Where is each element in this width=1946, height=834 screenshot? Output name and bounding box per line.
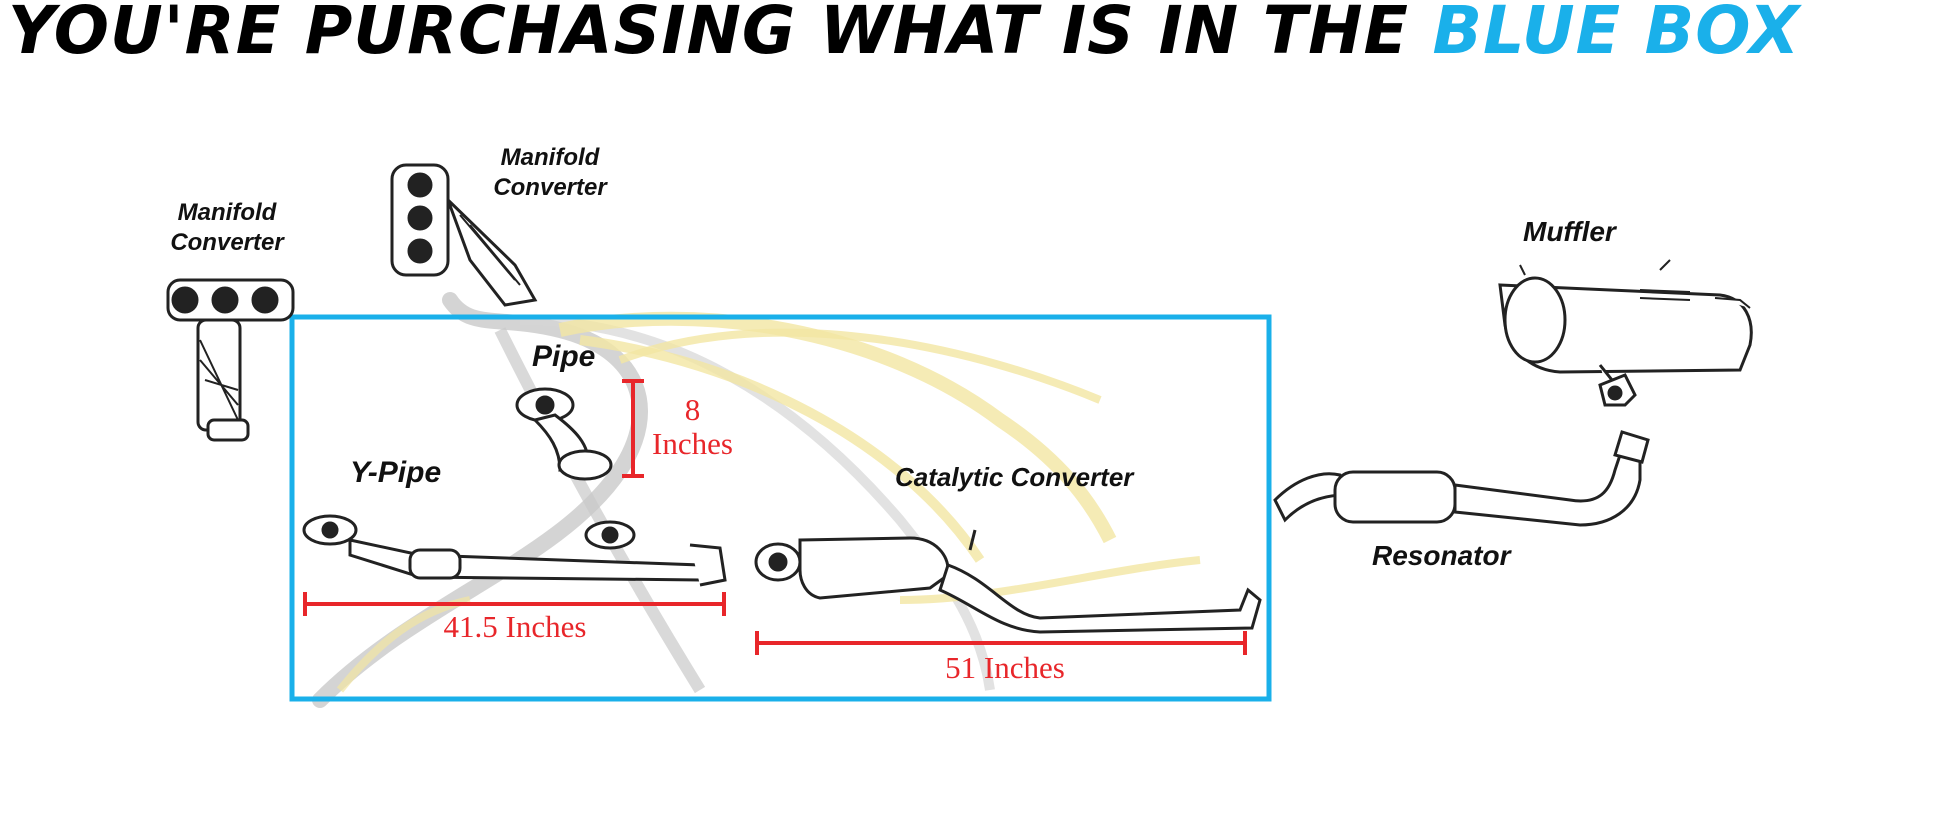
manifold-left-label: Manifold Converter	[152, 198, 302, 258]
blue-box	[289, 314, 1272, 702]
pipe-drawing	[515, 387, 613, 481]
headline-accent: BLUE BOX	[1432, 0, 1801, 69]
muffler-drawing	[1498, 259, 1753, 407]
resonator-drawing	[1273, 430, 1650, 527]
manifold-top-line1: Manifold	[500, 144, 600, 171]
y-pipe-label: Y-Pipe	[350, 456, 442, 489]
manifold-left-line1: Manifold	[177, 199, 277, 226]
manifold-left-line2: Converter	[170, 229, 284, 256]
manifold-top-label: Manifold Converter	[475, 143, 625, 203]
measure-y-pipe-bar	[303, 592, 726, 616]
manifold-converter-top-drawing	[390, 163, 538, 307]
y-pipe-drawing	[302, 514, 727, 587]
measure-pipe-bar	[622, 379, 644, 478]
measure-y-pipe-label: 41.5 Inches	[443, 609, 587, 644]
headline: YOU'RE PURCHASING WHAT IS IN THE BLUE BO…	[8, 0, 1919, 66]
pipe-label: Pipe	[532, 340, 596, 373]
measure-catalytic-bar	[755, 631, 1247, 655]
resonator-label: Resonator	[1372, 540, 1511, 571]
measure-pipe-label: 8 Inches	[640, 393, 745, 461]
catalytic-label: Catalytic Converter	[895, 462, 1134, 492]
measure-pipe-unit: Inches	[652, 426, 733, 461]
catalytic-converter-drawing	[754, 529, 1262, 634]
measure-pipe-value: 8	[684, 392, 701, 427]
measure-catalytic-label: 51 Inches	[945, 650, 1065, 685]
headline-main: YOU'RE PURCHASING WHAT IS IN THE	[8, 0, 1433, 69]
manifold-converter-left-drawing	[166, 278, 295, 442]
muffler-label: Muffler	[1523, 216, 1616, 247]
manifold-top-line2: Converter	[493, 174, 607, 201]
